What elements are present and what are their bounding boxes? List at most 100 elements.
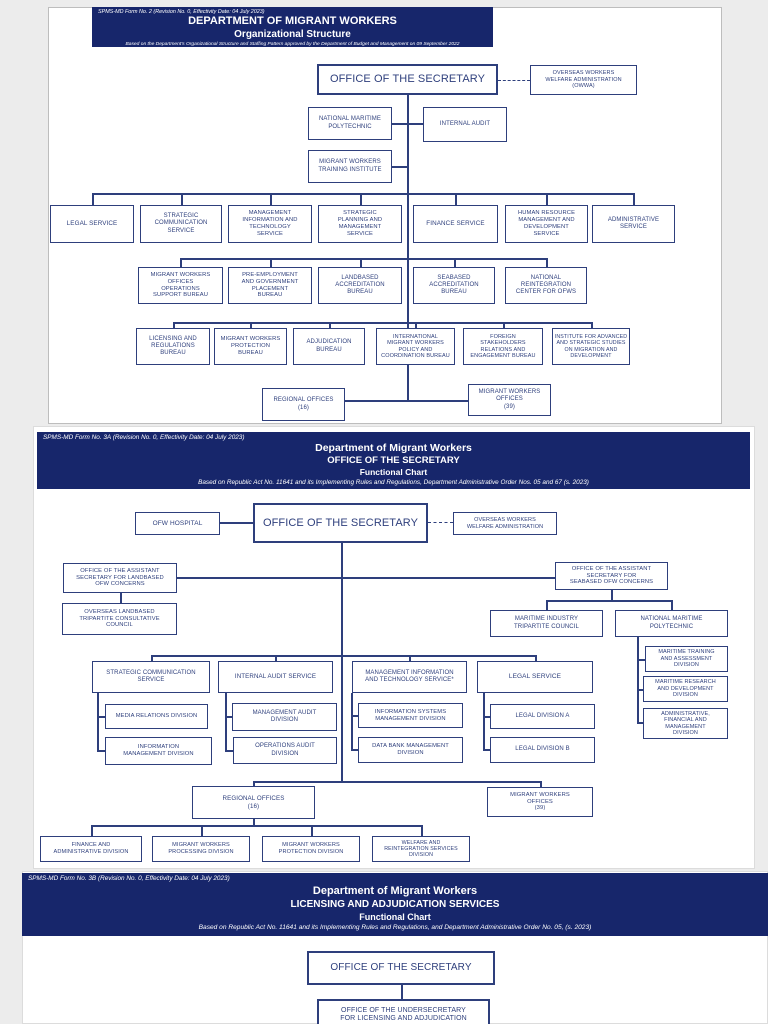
- org-box-regional-offices-16: REGIONAL OFFICES (16): [192, 786, 315, 819]
- connector-line: [360, 193, 362, 205]
- connector-line: [546, 600, 548, 610]
- page-c2: [33, 426, 755, 869]
- connector-line: [120, 593, 122, 603]
- org-box-national-maritime-polytechnic: NATIONAL MARITIME POLYTECHNIC: [308, 107, 392, 140]
- org-box-legal-service: LEGAL SERVICE: [477, 661, 593, 693]
- org-box-migrant-workers-training-institute: MIGRANT WORKERS TRAINING INSTITUTE: [308, 150, 392, 183]
- connector-line: [637, 722, 643, 724]
- chart-basis-c3: Based on Republic Act No. 11641 and its …: [198, 924, 592, 931]
- connector-line: [225, 693, 227, 750]
- connector-line: [270, 193, 272, 205]
- connector-line: [253, 819, 255, 825]
- org-box-migrant-workers-offices-operations-support-bureau: MIGRANT WORKERS OFFICES OPERATIONS SUPPO…: [138, 267, 223, 304]
- connector-line: [177, 577, 555, 579]
- connector-line: [428, 522, 453, 523]
- connector-line: [225, 716, 232, 718]
- org-box-finance-and-administrative-division: FINANCE AND ADMINISTRATIVE DIVISION: [40, 836, 142, 862]
- org-box-human-resource-management-and-development-service: HUMAN RESOURCE MANAGEMENT AND DEVELOPMEN…: [505, 205, 588, 243]
- connector-line: [151, 655, 535, 657]
- org-box-strategic-planning-and-management-service: STRATEGIC PLANNING AND MANAGEMENT SERVIC…: [318, 205, 402, 243]
- connector-line: [546, 600, 672, 602]
- org-box-ofw-hospital: OFW HOSPITAL: [135, 512, 220, 535]
- connector-line: [97, 716, 105, 718]
- connector-line: [503, 322, 505, 328]
- connector-line: [329, 322, 331, 328]
- org-box-owwa: OVERSEAS WORKERS WELFARE ADMINISTRATION: [453, 512, 557, 535]
- connector-line: [407, 95, 409, 400]
- chart-type-label-c3: Functional Chart: [359, 912, 431, 922]
- connector-line: [546, 193, 548, 205]
- chart-title-c2: Department of Migrant Workers: [315, 442, 472, 454]
- org-box-maritime-training-and-assessment-division: MARITIME TRAINING AND ASSESSMENT DIVISIO…: [645, 646, 728, 672]
- connector-line: [671, 600, 673, 610]
- form-number-c1: SPMS-MD Form No. 2 (Revision No. 0, Effe…: [98, 9, 265, 15]
- connector-line: [351, 715, 358, 717]
- connector-line: [591, 322, 593, 328]
- org-box-asec-seabased-ofw-concerns: OFFICE OF THE ASSISTANT SECRETARY FOR SE…: [555, 562, 668, 590]
- org-box-office-of-the-secretary: OFFICE OF THE SECRETARY: [307, 951, 495, 985]
- org-box-welfare-and-reintegration-services-division: WELFARE AND REINTEGRATION SERVICES DIVIS…: [372, 836, 470, 862]
- connector-line: [351, 693, 353, 750]
- org-box-owwa: OVERSEAS WORKERS WELFARE ADMINISTRATION …: [530, 65, 637, 95]
- connector-line: [455, 193, 457, 205]
- connector-line: [498, 80, 530, 81]
- connector-line: [415, 322, 417, 328]
- connector-line: [637, 659, 645, 661]
- org-box-pre-employment-and-government-placement-bureau: PRE-EMPLOYMENT AND GOVERNMENT PLACEMENT …: [228, 267, 312, 304]
- org-box-internal-audit: INTERNAL AUDIT: [423, 107, 507, 142]
- connector-line: [97, 750, 105, 752]
- header-band-c3: SPMS-MD Form No. 3B (Revision No. 0, Eff…: [22, 873, 768, 936]
- org-box-institute-for-advanced-and-strategic-studies: INSTITUTE FOR ADVANCED AND STRATEGIC STU…: [552, 328, 630, 365]
- connector-line: [220, 522, 253, 524]
- chart-title-c1: DEPARTMENT OF MIGRANT WORKERS: [188, 15, 397, 27]
- org-box-management-information-and-technology-service: MANAGEMENT INFORMATION AND TECHNOLOGY SE…: [228, 205, 312, 243]
- org-box-asec-landbased-ofw-concerns: OFFICE OF THE ASSISTANT SECRETARY FOR LA…: [63, 563, 177, 593]
- chart-basis-c1: Based on the Department's Organizational…: [125, 42, 460, 47]
- org-box-migrant-workers-offices-39: MIGRANT WORKERS OFFICES (39): [468, 384, 551, 416]
- connector-line: [409, 655, 411, 661]
- org-box-migrant-workers-offices-39: MIGRANT WORKERS OFFICES (39): [487, 787, 593, 817]
- org-box-adjudication-bureau: ADJUDICATION BUREAU: [293, 328, 365, 365]
- connector-line: [483, 749, 490, 751]
- org-box-strategic-communication-service: STRATEGIC COMMUNICATION SERVICE: [92, 661, 210, 693]
- connector-line: [483, 693, 485, 750]
- connector-line: [311, 825, 313, 836]
- form-number-c3: SPMS-MD Form No. 3B (Revision No. 0, Eff…: [28, 875, 230, 882]
- connector-line: [540, 781, 542, 787]
- org-box-office-of-the-secretary: OFFICE OF THE SECRETARY: [317, 64, 498, 95]
- org-box-internal-audit-service: INTERNAL AUDIT SERVICE: [218, 661, 333, 693]
- connector-line: [611, 590, 613, 600]
- connector-line: [637, 689, 643, 691]
- chart-subtitle-c2: OFFICE OF THE SECRETARY: [327, 455, 460, 466]
- org-box-operations-audit-division: OPERATIONS AUDIT DIVISION: [233, 737, 337, 764]
- org-box-finance-service: FINANCE SERVICE: [413, 205, 498, 243]
- org-box-management-audit-division: MANAGEMENT AUDIT DIVISION: [232, 703, 337, 731]
- chart-subtitle-c3: LICENSING AND ADJUDICATION SERVICES: [290, 899, 500, 910]
- org-box-licensing-and-regulations-bureau: LICENSING AND REGULATIONS BUREAU: [136, 328, 210, 365]
- org-box-seabased-accreditation-bureau: SEABASED ACCREDITATION BUREAU: [413, 267, 495, 304]
- form-number-c2: SPMS-MD Form No. 3A (Revision No. 0, Eff…: [43, 434, 245, 441]
- org-box-regional-offices-16: REGIONAL OFFICES (16): [262, 388, 345, 421]
- connector-line: [535, 655, 537, 661]
- org-box-maritime-research-and-development-division: MARITIME RESEARCH AND DEVELOPMENT DIVISI…: [643, 676, 728, 702]
- connector-line: [546, 258, 548, 267]
- connector-line: [225, 750, 233, 752]
- org-box-maritime-industry-tripartite-council: MARITIME INDUSTRY TRIPARTITE COUNCIL: [490, 610, 603, 637]
- org-box-strategic-communication-service: STRATEGIC COMMUNICATION SERVICE: [140, 205, 222, 243]
- connector-line: [421, 825, 423, 836]
- connector-line: [173, 322, 175, 328]
- org-box-legal-service: LEGAL SERVICE: [50, 205, 134, 243]
- connector-line: [392, 123, 423, 125]
- org-box-foreign-stakeholders-relations-and-engagement-bureau: FOREIGN STAKEHOLDERS RELATIONS AND ENGAG…: [463, 328, 543, 365]
- connector-line: [92, 193, 634, 195]
- connector-line: [270, 258, 272, 267]
- org-box-administrative-service: ADMINISTRATIVE SERVICE: [592, 205, 675, 243]
- connector-line: [97, 693, 99, 751]
- connector-line: [345, 400, 468, 402]
- connector-line: [181, 193, 183, 205]
- chart-subtitle-c1: Organizational Structure: [234, 29, 351, 40]
- connector-line: [91, 825, 421, 827]
- org-box-migrant-workers-protection-bureau: MIGRANT WORKERS PROTECTION BUREAU: [214, 328, 287, 365]
- connector-line: [341, 543, 343, 782]
